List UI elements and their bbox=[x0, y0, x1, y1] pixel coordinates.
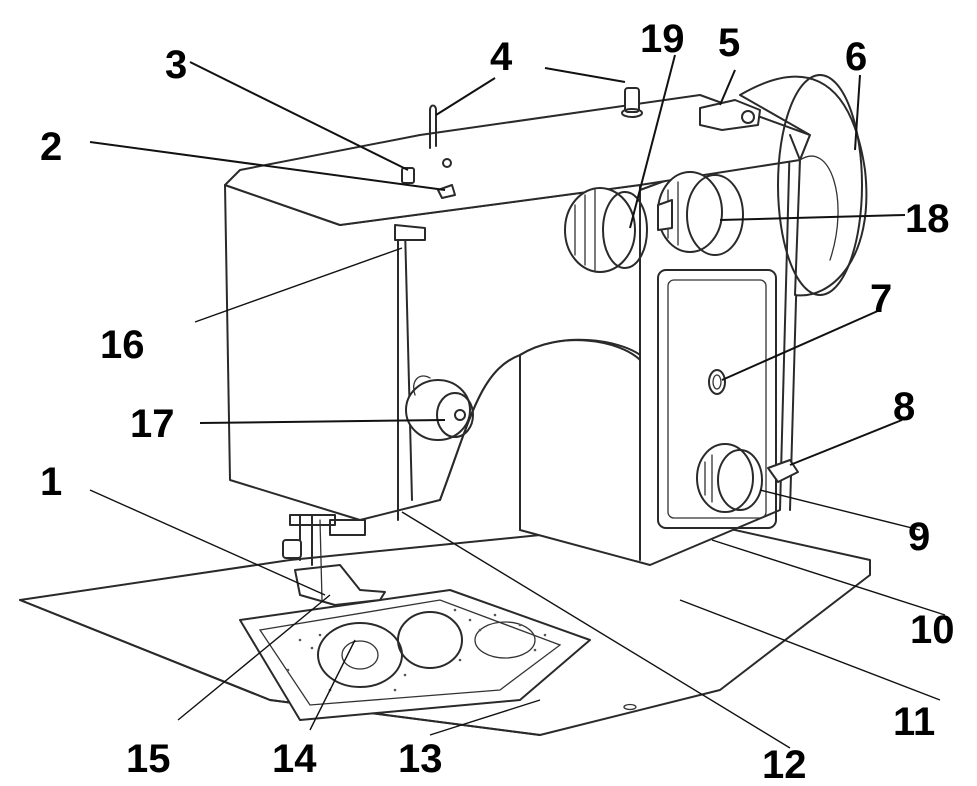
callout-2: 2 bbox=[40, 125, 62, 169]
callout-3: 3 bbox=[165, 43, 187, 87]
dial-19 bbox=[564, 187, 648, 273]
callout-8: 8 bbox=[893, 385, 915, 429]
callout-4: 4 bbox=[490, 35, 513, 79]
bobbin-area bbox=[239, 589, 637, 721]
callout-14: 14 bbox=[272, 737, 317, 781]
tension-unit bbox=[405, 375, 474, 441]
bobbin-winder bbox=[699, 99, 761, 131]
callout-19: 19 bbox=[640, 17, 685, 61]
callout-10: 10 bbox=[910, 608, 955, 652]
callout-18: 18 bbox=[905, 197, 950, 241]
callout-1: 1 bbox=[40, 460, 62, 504]
callout-12: 12 bbox=[762, 743, 807, 786]
stitch-length-dial bbox=[696, 443, 799, 513]
callout-5: 5 bbox=[718, 21, 740, 65]
callout-6: 6 bbox=[845, 35, 867, 79]
callout-13: 13 bbox=[398, 737, 443, 781]
callout-11: 11 bbox=[893, 700, 935, 744]
spool-pins bbox=[429, 87, 643, 149]
callout-15: 15 bbox=[126, 737, 171, 781]
callout-9: 9 bbox=[908, 515, 930, 559]
callout-labels: 1 2 3 4 5 6 7 8 9 10 11 12 13 14 15 16 1… bbox=[40, 17, 955, 786]
dial-18 bbox=[657, 171, 744, 256]
presser-foot bbox=[282, 514, 386, 606]
callout-16: 16 bbox=[100, 323, 145, 367]
reverse-button bbox=[708, 369, 726, 395]
callout-7: 7 bbox=[870, 277, 892, 321]
leader-lines bbox=[89, 54, 946, 749]
callout-17: 17 bbox=[130, 402, 175, 446]
thread-guides bbox=[401, 158, 456, 199]
take-up-lever bbox=[394, 224, 426, 521]
handwheel bbox=[739, 74, 868, 297]
